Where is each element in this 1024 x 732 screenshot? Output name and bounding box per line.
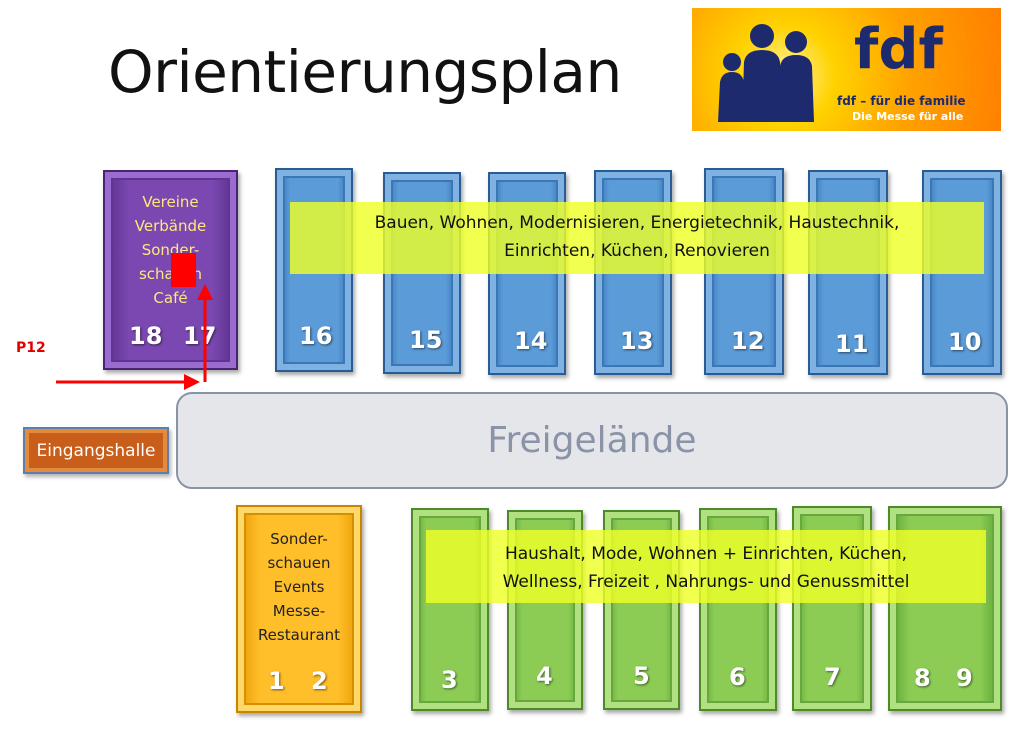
hall-number-9: 9 [956, 664, 973, 692]
category-band-top-line1: Bauen, Wohnen, Modernisieren, Energietec… [374, 213, 900, 233]
hall-17-18[interactable]: Vereine Verbände Sonder- schauen Café 18… [103, 170, 238, 370]
hall-1-2-description: Sonder- schauen Events Messe- Restaurant [238, 527, 360, 647]
parking-p12-label: P12 [16, 340, 46, 356]
hall-number-8: 8 [914, 664, 931, 692]
hall-text-line: schauen [267, 554, 331, 572]
hall-number: 10 [948, 328, 982, 356]
logo-subtagline: Die Messe für alle [852, 110, 964, 123]
hall-number-1: 1 [268, 667, 285, 695]
hall-number: 15 [409, 326, 443, 354]
location-marker [171, 253, 196, 287]
hall-text-line: Events [273, 578, 325, 596]
family-icon [718, 24, 814, 122]
eingangshalle[interactable]: Eingangshalle [23, 427, 169, 474]
hall-number: 6 [729, 663, 746, 691]
hall-text-line: Vereine [142, 193, 199, 211]
freigelaende-label: Freigelände [487, 420, 697, 461]
hall-text-line: Verbände [134, 217, 207, 235]
eingangshalle-label: Eingangshalle [36, 440, 156, 461]
page-title: Orientierungsplan [108, 38, 622, 106]
category-band-bottom-line1: Haushalt, Mode, Wohnen + Einrichten, Küc… [504, 544, 907, 564]
hall-text-line: Restaurant [257, 626, 341, 644]
hall-text-line: Café [153, 289, 188, 307]
hall-number: 4 [536, 662, 553, 690]
hall-number-17: 17 [183, 322, 217, 350]
fdf-logo: fdf fdf – für die familie Die Messe für … [692, 8, 1001, 131]
logo-brand: fdf [854, 17, 943, 82]
logo-tagline: fdf – für die familie [837, 94, 966, 108]
hall-text-line: Messe- [272, 602, 326, 620]
category-band-bottom: Haushalt, Mode, Wohnen + Einrichten, Küc… [426, 530, 986, 603]
hall-number: 12 [731, 327, 765, 355]
hall-number: 11 [835, 330, 869, 358]
hall-number: 5 [633, 662, 650, 690]
category-band-top-line2: Einrichten, Küchen, Renovieren [504, 241, 770, 261]
freigelaende-area[interactable]: Freigelände [176, 392, 1008, 489]
hall-number: 16 [299, 322, 333, 350]
hall-text-line: Sonder- [270, 530, 328, 548]
hall-number-2: 2 [311, 667, 328, 695]
hall-number: 13 [620, 327, 654, 355]
hall-number: 7 [824, 663, 841, 691]
category-band-bottom-line2: Wellness, Freizeit , Nahrungs- und Genus… [502, 572, 910, 592]
category-band-top: Bauen, Wohnen, Modernisieren, Energietec… [290, 202, 984, 274]
hall-number: 14 [514, 327, 548, 355]
hall-1-2[interactable]: Sonder- schauen Events Messe- Restaurant… [236, 505, 362, 713]
hall-number: 3 [441, 666, 458, 694]
hall-number-18: 18 [129, 322, 163, 350]
